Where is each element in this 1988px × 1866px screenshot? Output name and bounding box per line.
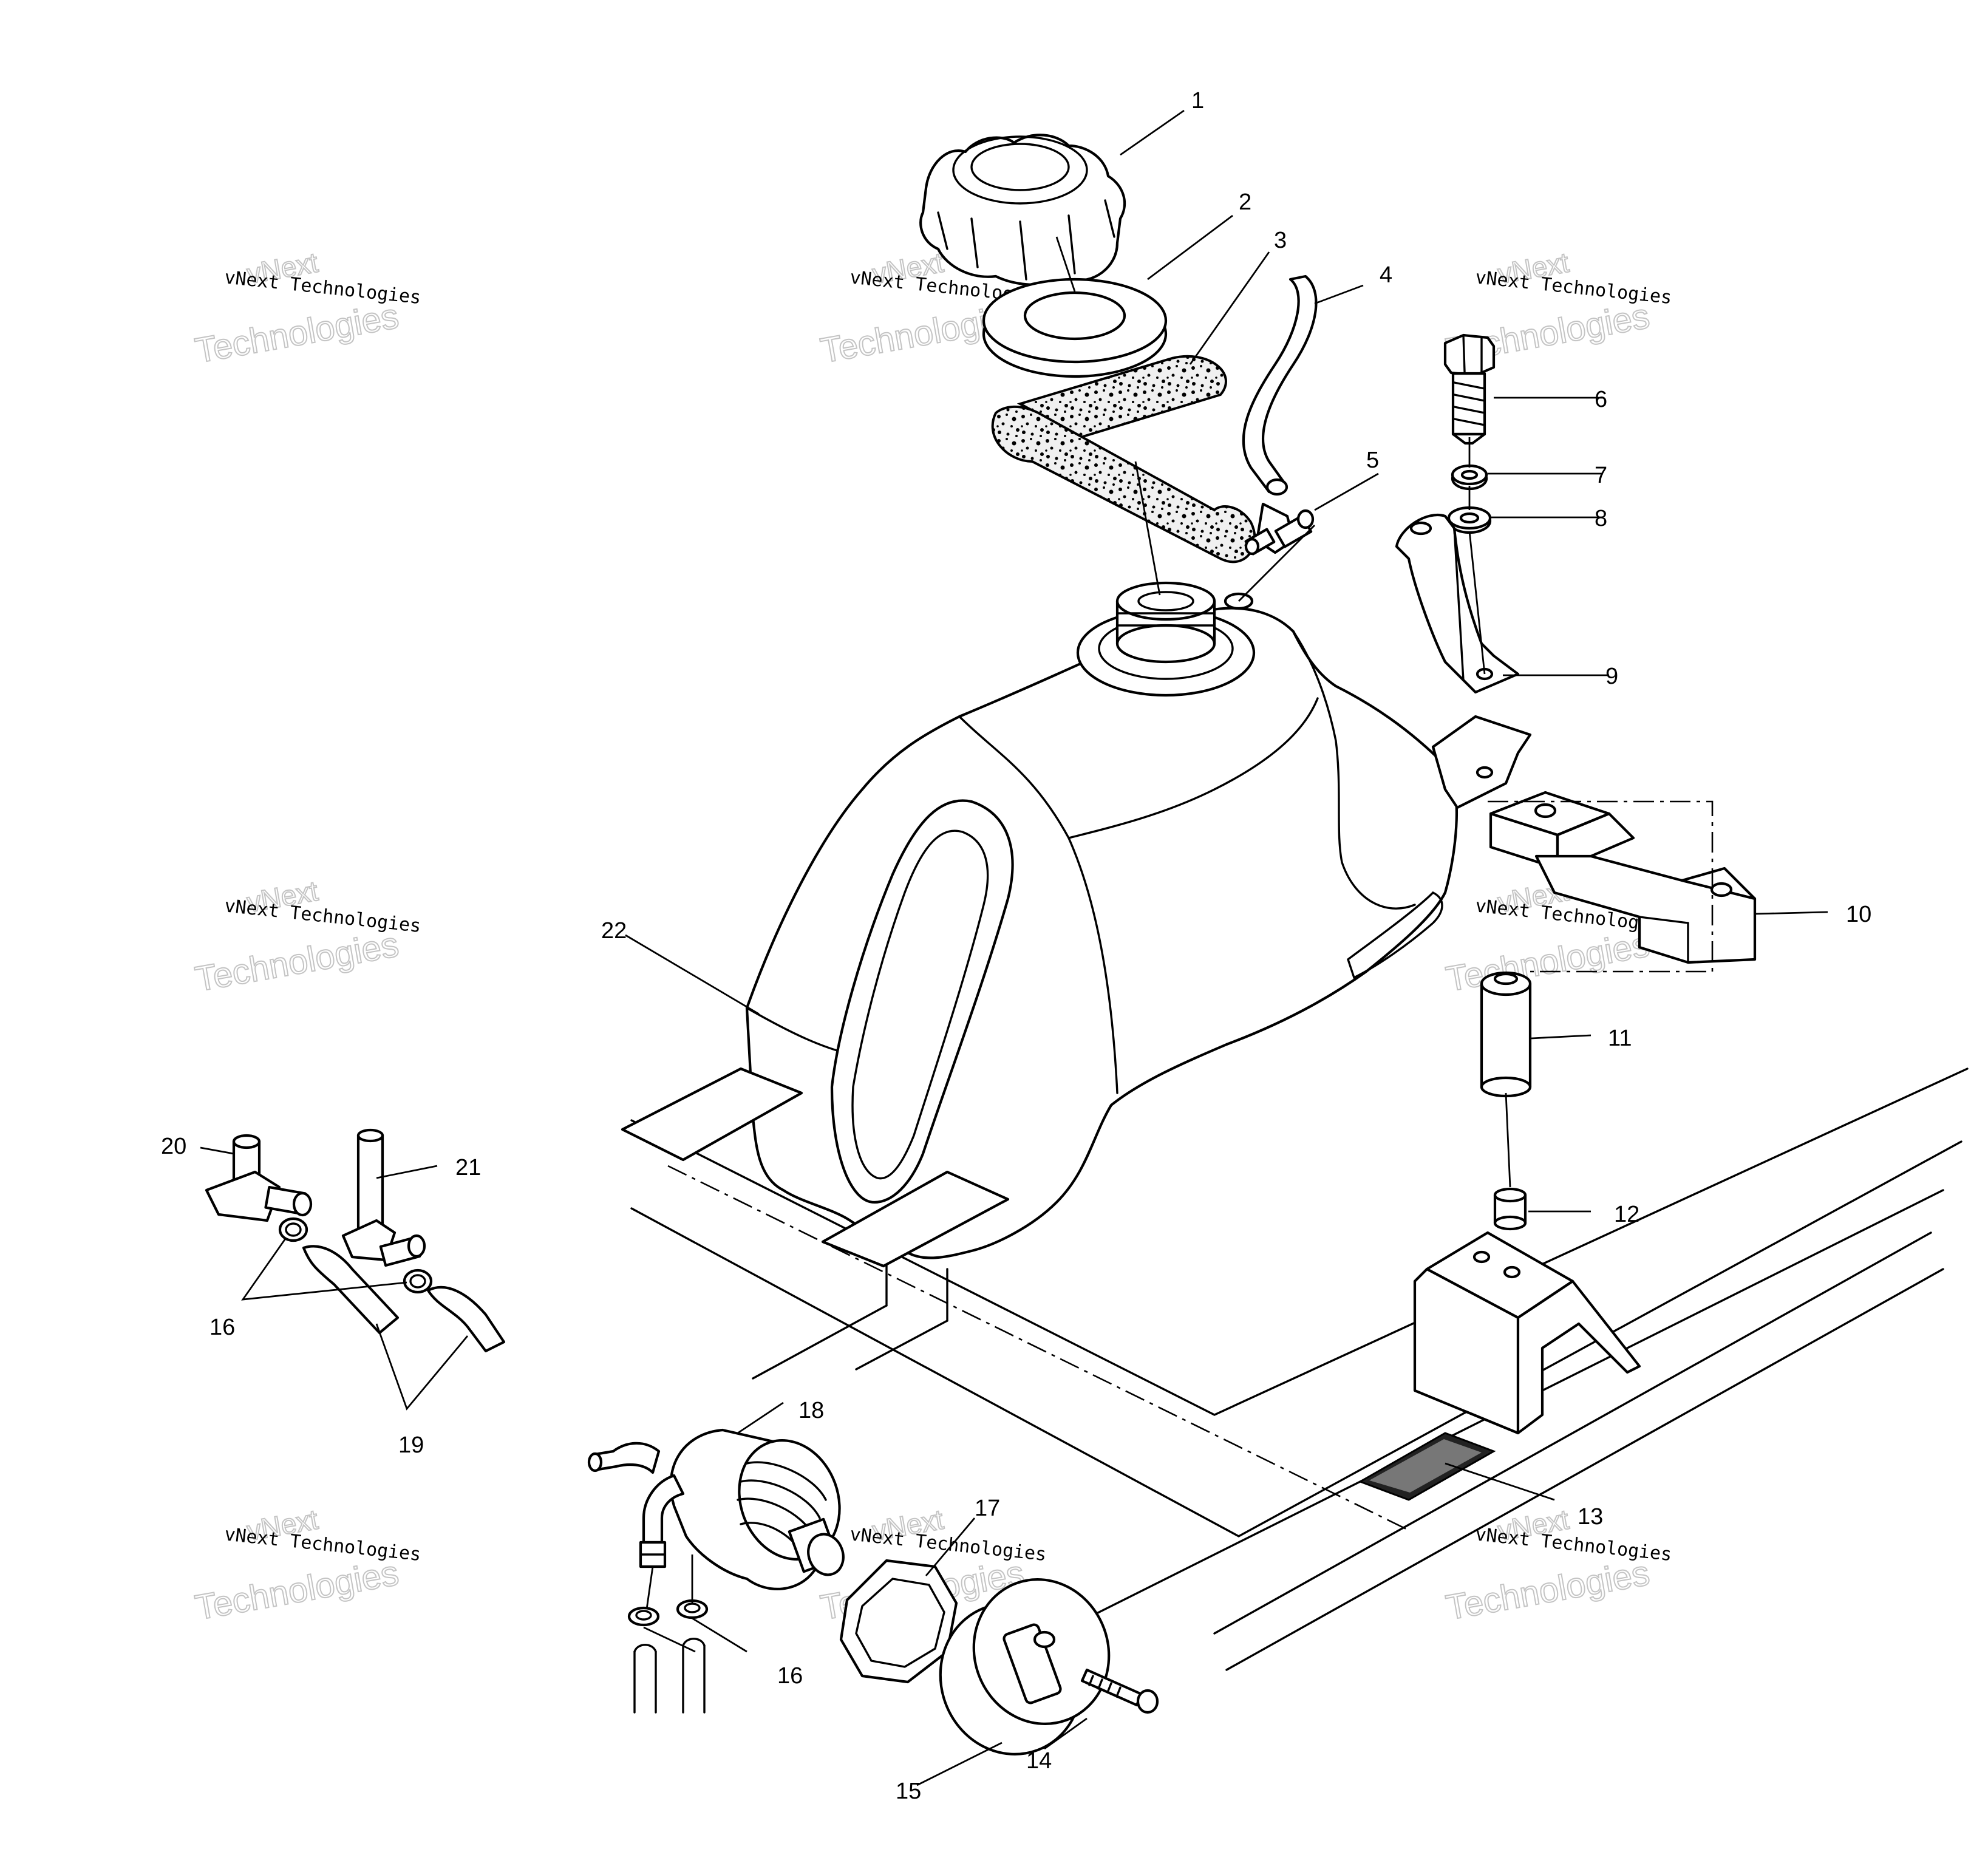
callout-8: 8: [1595, 506, 1607, 531]
watermark-mid-left: vNext vNext Technologies Technologies: [192, 874, 422, 1000]
callout-numbers: 1 2 3 4 5 6 7 8 9 10 11 12 13 14 15 16 1…: [161, 88, 1871, 1804]
vent-fitting: [1244, 502, 1315, 556]
tank-foot-right: [821, 1170, 1010, 1268]
frame-front-bracket: [1413, 1231, 1641, 1435]
callout-19: 19: [398, 1432, 424, 1458]
callout-11: 11: [1608, 1026, 1632, 1051]
fuel-pump: [587, 1428, 845, 1590]
pump-hoses: [627, 1554, 709, 1714]
callout-16b: 16: [777, 1663, 803, 1689]
assembly-lines: [1055, 236, 1511, 1188]
callout-22: 22: [601, 918, 627, 944]
pump-cover: [939, 1578, 1111, 1755]
elbow-fitting: [205, 1134, 313, 1222]
callout-14: 14: [1026, 1748, 1052, 1774]
watermark-bottom-right: vNext vNext Technologies Technologies: [1443, 1503, 1673, 1629]
decal-pad: [1358, 1432, 1496, 1501]
cap-gasket: [982, 278, 1168, 378]
callout-7: 7: [1595, 463, 1607, 488]
tank-foot-left: [621, 1067, 803, 1162]
callout-10: 10: [1846, 902, 1871, 927]
hose-clamps: [278, 1217, 433, 1294]
callout-13: 13: [1578, 1504, 1603, 1530]
svg-text:Technologies: Technologies: [192, 296, 402, 371]
callout-9: 9: [1605, 664, 1618, 689]
callout-17: 17: [975, 1496, 1000, 1521]
svg-text:Technologies: Technologies: [192, 1553, 402, 1628]
hex-nut: [839, 1559, 958, 1684]
callout-21: 21: [455, 1155, 481, 1180]
watermark-top-left: vNext vNext Technologies Technologies: [192, 246, 422, 372]
callout-4: 4: [1380, 262, 1392, 288]
cover-screw: [1080, 1668, 1159, 1714]
callout-12: 12: [1614, 1202, 1639, 1227]
tee-fitting: [341, 1128, 426, 1267]
spacer-tube: [1480, 971, 1532, 1098]
lock-washer: [1451, 464, 1488, 491]
tank-bracket: [1395, 514, 1520, 694]
callout-3: 3: [1274, 228, 1287, 253]
foam-pads: [991, 355, 1256, 564]
svg-text:Technologies: Technologies: [1443, 925, 1653, 999]
callout-15: 15: [896, 1779, 921, 1804]
clamp-bar: [1488, 791, 1757, 973]
mount-bolt: [1443, 333, 1496, 445]
callout-16a: 16: [209, 1315, 235, 1340]
callout-2: 2: [1239, 189, 1251, 215]
watermark-bottom-left: vNext vNext Technologies Technologies: [192, 1503, 422, 1629]
fuel-hoses: [302, 1245, 506, 1353]
callout-leaders: [200, 109, 1828, 1786]
svg-text:Technologies: Technologies: [1443, 1553, 1653, 1628]
svg-text:Technologies: Technologies: [192, 925, 402, 999]
vent-hose: [1242, 274, 1318, 496]
callout-20: 20: [161, 1134, 186, 1159]
callout-5: 5: [1366, 448, 1379, 473]
callout-18: 18: [798, 1398, 824, 1423]
callout-1: 1: [1191, 88, 1204, 114]
fuel-tank: [621, 581, 1532, 1268]
callout-6: 6: [1595, 387, 1607, 412]
fuel-cap: [919, 134, 1126, 287]
bushing: [1493, 1187, 1527, 1231]
